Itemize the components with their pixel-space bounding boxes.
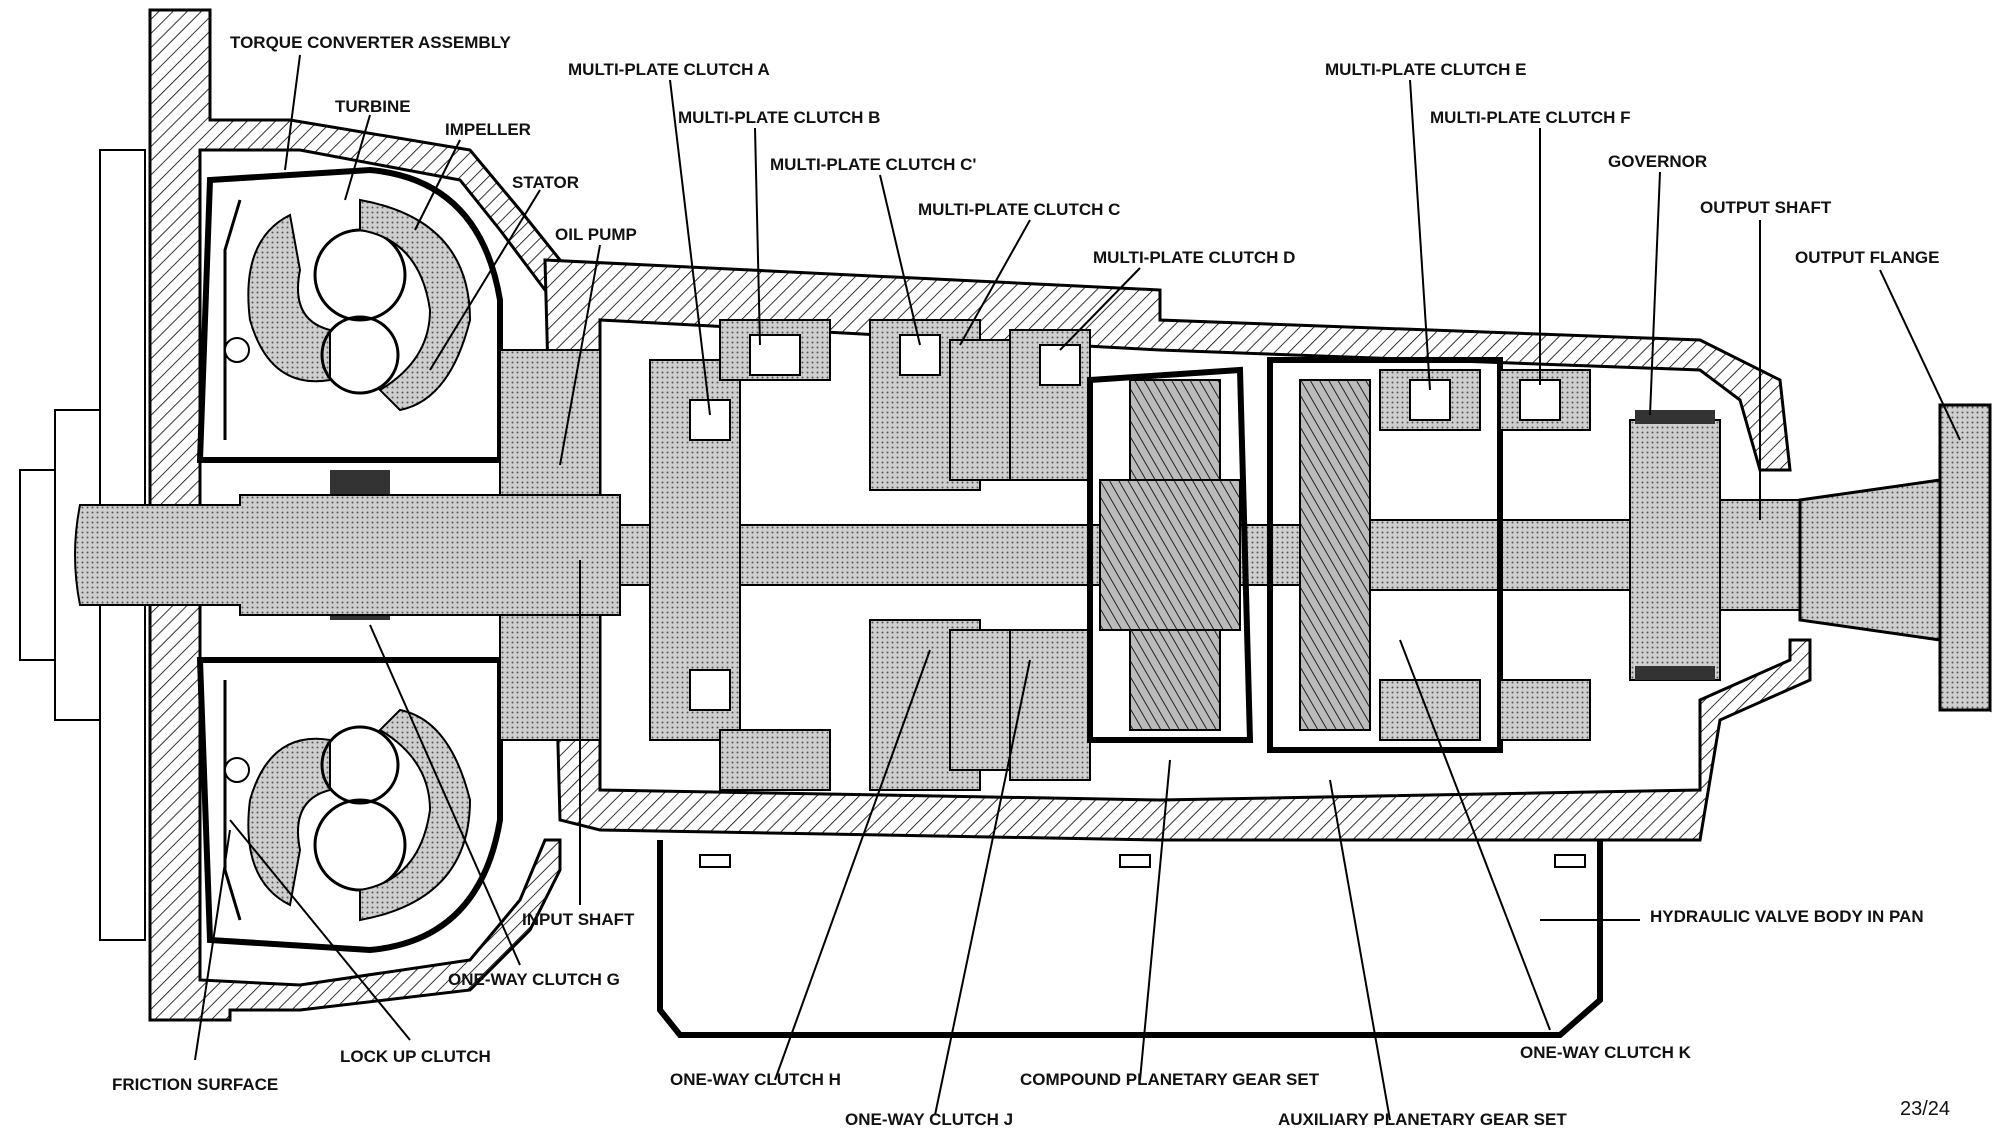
impeller-lower bbox=[359, 708, 472, 922]
label-clutch-c: MULTI-PLATE CLUTCH C bbox=[918, 200, 1120, 219]
bell-housing bbox=[148, 8, 562, 1022]
label-lock-up-clutch: LOCK UP CLUTCH bbox=[340, 1047, 491, 1066]
clutch-f bbox=[1499, 369, 1591, 741]
label-output-flange: OUTPUT FLANGE bbox=[1795, 248, 1940, 267]
label-governor: GOVERNOR bbox=[1608, 152, 1707, 171]
clutch-e bbox=[1379, 369, 1481, 741]
label-clutch-d: MULTI-PLATE CLUTCH D bbox=[1093, 248, 1295, 267]
label-stator: STATOR bbox=[512, 173, 579, 192]
label-output-shaft: OUTPUT SHAFT bbox=[1700, 198, 1832, 217]
label-one-way-clutch-k: ONE-WAY CLUTCH K bbox=[1520, 1043, 1692, 1062]
label-clutch-b: MULTI-PLATE CLUTCH B bbox=[678, 108, 880, 127]
label-one-way-clutch-j: ONE-WAY CLUTCH J bbox=[845, 1110, 1013, 1129]
label-friction-surface: FRICTION SURFACE bbox=[112, 1075, 278, 1094]
torque-converter bbox=[196, 166, 503, 954]
governor bbox=[1629, 410, 1721, 681]
label-turbine: TURBINE bbox=[335, 97, 411, 116]
turbine-upper bbox=[247, 213, 407, 395]
label-clutch-e: MULTI-PLATE CLUTCH E bbox=[1325, 60, 1526, 79]
label-oil-pump: OIL PUMP bbox=[555, 225, 637, 244]
label-clutch-a: MULTI-PLATE CLUTCH A bbox=[568, 60, 770, 79]
clutch-d bbox=[1009, 329, 1091, 781]
leader-lines bbox=[194, 54, 1961, 1121]
main-shaft bbox=[74, 494, 1801, 616]
compound-planetary-gear-set bbox=[1087, 366, 1254, 743]
label-clutch-f: MULTI-PLATE CLUTCH F bbox=[1430, 108, 1631, 127]
oil-pan bbox=[657, 840, 1603, 1038]
label-torque-converter-assembly: TORQUE CONVERTER ASSEMBLY bbox=[230, 33, 512, 52]
label-auxiliary-planetary: AUXILIARY PLANETARY GEAR SET bbox=[1278, 1110, 1567, 1129]
clutch-c bbox=[949, 339, 1021, 771]
label-one-way-clutch-h: ONE-WAY CLUTCH H bbox=[670, 1070, 841, 1089]
transmission-case bbox=[543, 258, 1812, 842]
label-one-way-clutch-g: ONE-WAY CLUTCH G bbox=[448, 970, 620, 989]
clutch-a bbox=[649, 359, 741, 741]
label-hydraulic-valve-body: HYDRAULIC VALVE BODY IN PAN bbox=[1650, 907, 1924, 926]
labels: TORQUE CONVERTER ASSEMBLY TURBINE IMPELL… bbox=[112, 33, 1950, 1129]
output-flange bbox=[1798, 403, 1992, 713]
clutch-b bbox=[719, 319, 831, 791]
auxiliary-planetary-gear-set bbox=[1267, 357, 1503, 753]
label-compound-planetary: COMPOUND PLANETARY GEAR SET bbox=[1020, 1070, 1320, 1089]
label-clutch-c-prime: MULTI-PLATE CLUTCH C' bbox=[770, 155, 976, 174]
page-number: 23/24 bbox=[1900, 1098, 1950, 1120]
label-input-shaft: INPUT SHAFT bbox=[522, 910, 635, 929]
turbine-lower bbox=[247, 725, 407, 907]
impeller-upper bbox=[359, 198, 472, 412]
label-impeller: IMPELLER bbox=[445, 120, 531, 139]
